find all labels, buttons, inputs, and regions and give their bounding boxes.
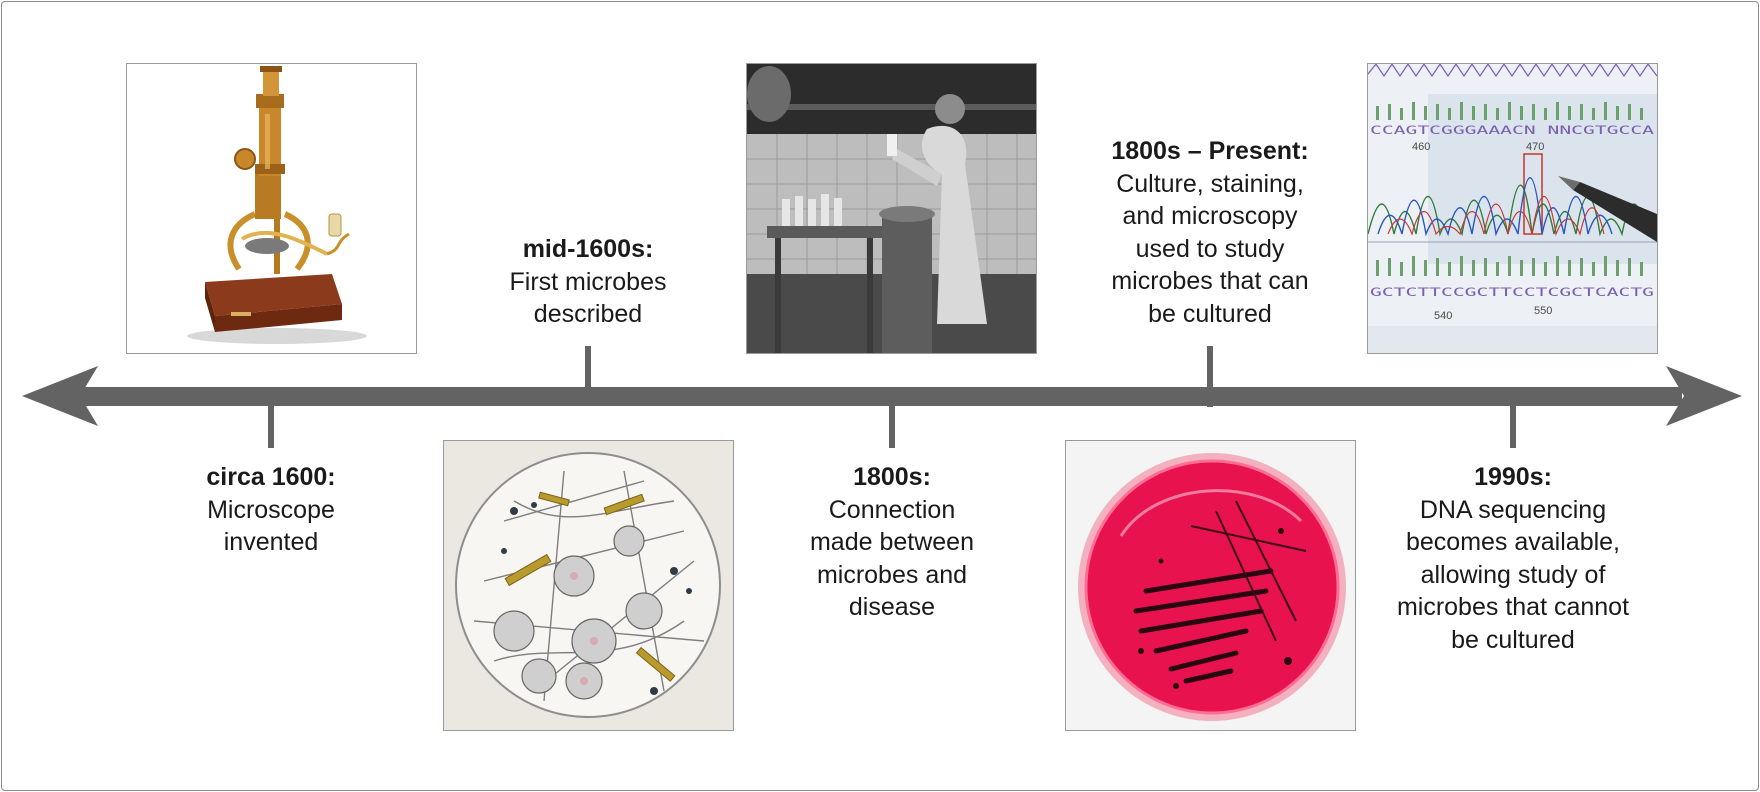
sequence-position-470: 470 bbox=[1526, 141, 1544, 153]
dna-chromatogram-image: CCAGTCGGGAAACN NNCGTGCCA 460 470 GCTCTTC… bbox=[1367, 63, 1658, 354]
sequence-position-460: 460 bbox=[1412, 141, 1430, 153]
event-heading: circa 1600: bbox=[206, 463, 336, 491]
microbe-drawing-image bbox=[443, 440, 734, 731]
petri-dish-image bbox=[1065, 440, 1356, 731]
event-heading: 1800s – Present: bbox=[1111, 137, 1309, 165]
tick-1990s bbox=[1510, 406, 1516, 448]
event-label-circa-1600: circa 1600: Microscope invented bbox=[141, 461, 401, 559]
sequence-position-540: 540 bbox=[1434, 310, 1452, 322]
event-label-1800s: 1800s: Connection made between microbes … bbox=[762, 461, 1022, 624]
scientist-laboratory-image bbox=[746, 63, 1037, 354]
event-description: First microbes described bbox=[509, 267, 667, 329]
sequence-bases-bottom: GCTCTTCCGCTTCCTCGCTCACTG bbox=[1370, 285, 1654, 299]
event-description: Connection made between microbes and dis… bbox=[809, 495, 974, 622]
arrow-head-right bbox=[1666, 366, 1742, 426]
event-label-1990s: 1990s: DNA sequencing becomes available,… bbox=[1373, 461, 1653, 656]
event-heading: 1800s: bbox=[853, 463, 931, 491]
tick-1800s-present bbox=[1207, 346, 1213, 407]
timeline-bar bbox=[80, 387, 1682, 406]
event-description: Microscope invented bbox=[207, 495, 335, 557]
sequence-position-550: 550 bbox=[1534, 305, 1552, 317]
event-description: DNA sequencing becomes available, allowi… bbox=[1396, 495, 1630, 654]
sequence-bases-top: CCAGTCGGGAAACN NNCGTGCCA bbox=[1370, 123, 1654, 137]
brass-microscope-image bbox=[126, 63, 417, 354]
event-description: Culture, staining, and microscopy used t… bbox=[1111, 169, 1309, 328]
tick-1800s bbox=[889, 406, 895, 448]
event-label-1800s-present: 1800s – Present: Culture, staining, and … bbox=[1070, 135, 1350, 330]
tick-circa-1600 bbox=[268, 406, 274, 448]
tick-mid-1600s bbox=[585, 346, 591, 387]
event-heading: 1990s: bbox=[1474, 463, 1552, 491]
arrow-head-left bbox=[22, 366, 98, 426]
event-label-mid-1600s: mid-1600s: First microbes described bbox=[458, 233, 718, 331]
event-heading: mid-1600s: bbox=[522, 235, 654, 263]
